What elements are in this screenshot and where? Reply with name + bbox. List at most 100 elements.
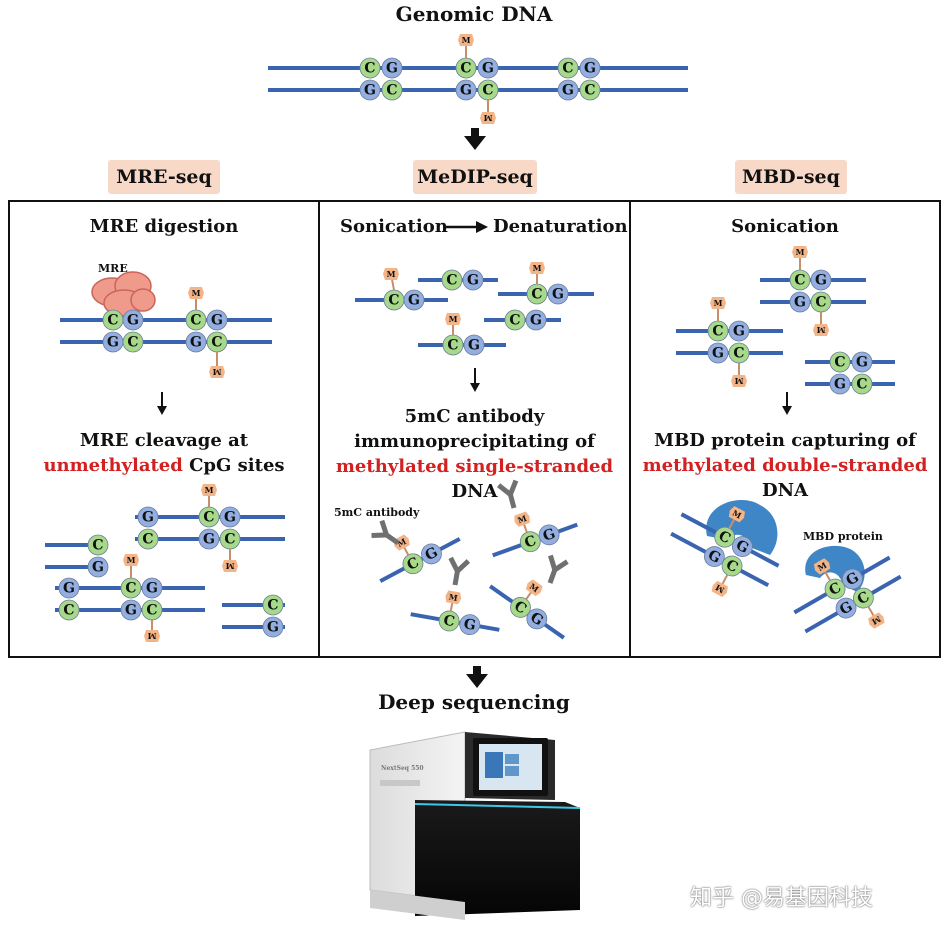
svg-text:M: M — [533, 263, 542, 273]
cytosine-base: C — [829, 351, 851, 373]
svg-text:M: M — [462, 35, 471, 45]
down-arrow-icon — [464, 128, 486, 150]
svg-text:C: C — [127, 335, 138, 351]
guanine-base: G — [87, 556, 109, 578]
medip-step-denaturation: Denaturation — [493, 216, 628, 237]
cytosine-base: C — [477, 79, 499, 101]
medip-result-line3: methylated single-stranded DNA — [318, 454, 631, 504]
cytosine-base: C — [789, 269, 811, 291]
antibody-icon — [497, 479, 519, 509]
svg-text:G: G — [146, 581, 158, 597]
cytosine-base: C — [137, 528, 159, 550]
cytosine-base: C — [442, 334, 464, 356]
svg-text:G: G — [92, 560, 104, 576]
svg-text:M: M — [225, 561, 234, 571]
guanine-base: G — [459, 614, 481, 636]
svg-text:M: M — [731, 508, 744, 521]
svg-text:G: G — [733, 324, 745, 340]
cytosine-base: C — [381, 79, 403, 101]
svg-text:C: C — [460, 61, 471, 77]
cytosine-base: C — [851, 373, 873, 395]
svg-text:NextSeq 550: NextSeq 550 — [381, 765, 424, 772]
svg-text:M: M — [395, 536, 408, 549]
guanine-base: G — [58, 577, 80, 599]
mre-step-digestion: MRE digestion — [89, 216, 239, 237]
down-arrow-icon-footer — [466, 666, 488, 688]
svg-text:G: G — [267, 620, 279, 636]
cytosine-base: C — [262, 594, 284, 616]
methyl-group-icon: M — [201, 484, 217, 507]
guanine-base: G — [810, 269, 832, 291]
guanine-base: G — [102, 331, 124, 353]
svg-text:G: G — [203, 532, 215, 548]
svg-text:G: G — [127, 313, 139, 329]
svg-text:M: M — [205, 485, 214, 495]
svg-text:C: C — [482, 83, 493, 99]
svg-text:G: G — [107, 335, 119, 351]
guanine-base: G — [462, 269, 484, 291]
svg-text:G: G — [460, 83, 472, 99]
svg-text:M: M — [127, 555, 136, 565]
svg-text:M: M — [387, 269, 396, 279]
svg-text:C: C — [733, 346, 744, 362]
antibody-icon — [448, 556, 471, 586]
methyl-group-icon: M — [222, 549, 238, 572]
right-arrow-icon — [446, 221, 488, 233]
methyl-group-icon: M — [867, 606, 885, 629]
methyl-group-icon: M — [123, 554, 139, 578]
guanine-base: G — [728, 320, 750, 342]
guanine-base: G — [557, 79, 579, 101]
method-tag-mbd-seq: MBD-seq — [735, 160, 847, 194]
svg-text:G: G — [856, 355, 868, 371]
svg-text:G: G — [712, 346, 724, 362]
cytosine-base: C — [102, 309, 124, 331]
cytosine-base: C — [58, 599, 80, 621]
watermark-text: 知乎 @易基因科技 — [690, 886, 873, 911]
mbd-result-text: MBD protein capturing of methylated doub… — [629, 428, 941, 503]
svg-text:G: G — [562, 83, 574, 99]
guanine-base: G — [538, 524, 560, 546]
guanine-base: G — [206, 309, 228, 331]
guanine-base: G — [198, 528, 220, 550]
methyl-group-icon: M — [529, 262, 545, 284]
cytosine-base: C — [402, 553, 424, 575]
cytosine-base: C — [824, 578, 846, 600]
svg-text:M: M — [816, 325, 825, 335]
svg-text:M: M — [192, 288, 201, 298]
svg-text:G: G — [462, 616, 477, 634]
svg-text:C: C — [712, 324, 723, 340]
mbd-highlight: methylated double-stranded — [642, 455, 928, 476]
mre-highlight: unmethylated — [43, 455, 183, 476]
mre-enzyme-icon — [91, 271, 156, 317]
methyl-group-icon: M — [813, 558, 831, 581]
methyl-group-icon: M — [813, 312, 829, 336]
methyl-group-icon: M — [445, 590, 462, 612]
guanine-base: G — [526, 608, 548, 630]
cytosine-base: C — [219, 528, 241, 550]
svg-text:G: G — [211, 313, 223, 329]
svg-text:C: C — [447, 338, 458, 354]
guanine-base: G — [120, 599, 142, 621]
svg-text:C: C — [509, 313, 520, 329]
cytosine-base: C — [441, 269, 463, 291]
methyl-group-icon: M — [445, 313, 461, 335]
svg-text:C: C — [442, 613, 456, 631]
svg-text:M: M — [796, 247, 805, 257]
svg-text:G: G — [125, 603, 137, 619]
svg-text:G: G — [142, 510, 154, 526]
mbd-result-line2: methylated double-stranded DNA — [629, 453, 941, 503]
guanine-base: G — [381, 57, 403, 79]
cytosine-base: C — [455, 57, 477, 79]
mbd-step-sonication: Sonication — [731, 216, 839, 237]
antibody-icon — [371, 519, 400, 546]
svg-text:G: G — [541, 526, 558, 545]
method-tag-mre-seq: MRE-seq — [108, 160, 220, 194]
svg-text:C: C — [63, 603, 74, 619]
methyl-group-icon: M — [480, 100, 496, 124]
svg-text:C: C — [190, 313, 201, 329]
methyl-group-icon: M — [383, 268, 399, 291]
cytosine-base: C — [122, 331, 144, 353]
cytosine-base: C — [87, 534, 109, 556]
guanine-base: G — [841, 568, 863, 590]
